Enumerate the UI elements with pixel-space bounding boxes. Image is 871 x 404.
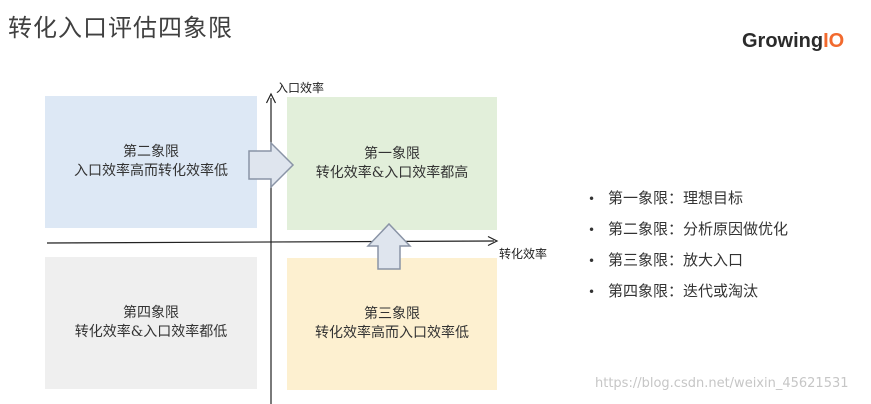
page-title: 转化入口评估四象限 [8,14,233,42]
legend-item-text: 第三象限：放大入口 [608,251,744,269]
right-block-arrow [248,141,295,189]
legend-item: • 第二象限：分析原因做优化 [588,216,788,247]
y-axis-arrowhead [265,92,277,104]
logo-accent-text: IO [823,30,845,52]
quadrant-4-name: 第四象限 [123,305,179,321]
x-axis-label: 转化效率 [499,247,548,261]
quadrant-3: 第三象限 转化效率高而入口效率低 [287,258,497,390]
legend-item-text: 第四象限：迭代或淘汰 [608,282,759,300]
quadrant-2: 第二象限 入口效率高而转化效率低 [45,96,257,228]
logo-text: Growing [742,30,824,52]
bullet-dot: • [588,192,596,206]
quadrant-4: 第四象限 转化效率&入口效率都低 [45,257,257,389]
quadrant-2-name: 第二象限 [123,144,179,160]
growingio-logo: GrowingIO [742,30,844,53]
watermark-url: https://blog.csdn.net/weixin_45621531 [595,376,849,391]
bullet-dot: • [588,223,596,237]
legend-list: • 第一象限：理想目标 • 第二象限：分析原因做优化 • 第三象限：放大入口 • 第四象… [588,185,788,309]
legend-item: • 第三象限：放大入口 [588,247,788,278]
x-axis-arrowhead [487,235,499,247]
bullet-dot: • [588,254,596,268]
legend-item: • 第四象限：迭代或淘汰 [588,278,788,309]
quadrant-4-desc: 转化效率&入口效率都低 [74,324,228,340]
legend-item-text: 第一象限：理想目标 [608,189,744,207]
legend-item-text: 第二象限：分析原因做优化 [608,220,789,238]
quadrant-1-name: 第一象限 [364,145,420,162]
legend-item: • 第一象限：理想目标 [588,185,788,216]
y-axis-label: 入口效率 [276,81,325,95]
quadrant-1-desc: 转化效率&入口效率都高 [315,164,469,181]
x-axis-line [46,240,495,244]
quadrant-3-name: 第三象限 [364,306,420,322]
quadrant-2-desc: 入口效率高而转化效率低 [74,163,228,179]
quadrant-3-desc: 转化效率高而入口效率低 [315,325,469,341]
up-block-arrow [366,222,412,270]
bullet-dot: • [588,285,596,299]
quadrant-1: 第一象限 转化效率&入口效率都高 [287,97,497,230]
